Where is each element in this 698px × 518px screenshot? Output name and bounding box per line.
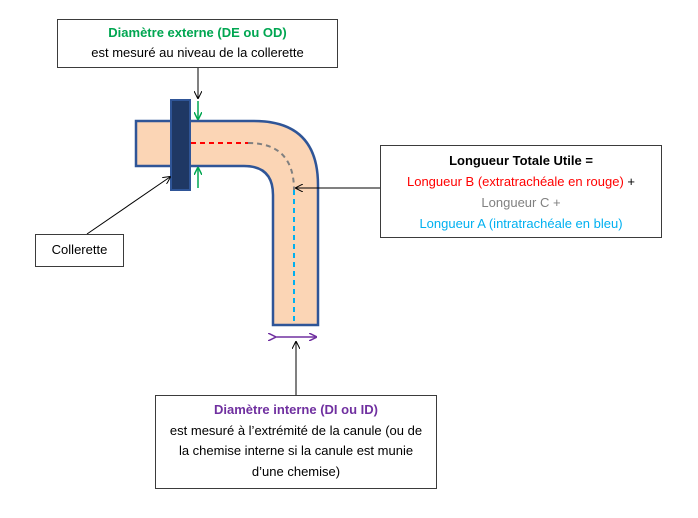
external-diameter-box: Diamètre externe (DE ou OD) est mesuré a… [57,19,338,68]
internal-diameter-box: Diamètre interne (DI ou ID) est mesuré à… [155,395,437,489]
internal-diameter-title: Diamètre interne (DI ou ID) [214,402,378,417]
flange-box: Collerette [35,234,124,267]
internal-diameter-line2: la chemise interne si la canule est muni… [178,443,414,458]
total-length-box: Longueur Totale Utile = Longueur B (extr… [380,145,662,238]
external-diameter-text: est mesuré au niveau de la collerette [91,45,304,60]
flange-label: Collerette [51,242,108,257]
internal-diameter-line3: d’une chemise) [251,463,341,479]
length-b-row: Longueur B (extratrachéale en rouge) + [381,171,661,192]
external-diameter-title: Diamètre externe (DE ou OD) [108,25,287,40]
callout-flange [86,177,170,235]
length-b-label: Longueur B (extratrachéale en rouge) [406,174,624,189]
length-b-plus: + [623,174,636,189]
flange [170,99,191,191]
length-c-label: Longueur C + [481,195,561,210]
internal-diameter-line1: est mesuré à l’extrémité de la canule (o… [169,422,423,438]
cannula-tube [134,119,320,327]
length-c-line [247,142,295,191]
length-a-label: Longueur A (intratrachéale en bleu) [419,216,623,231]
total-length-title: Longueur Totale Utile = [449,153,593,168]
